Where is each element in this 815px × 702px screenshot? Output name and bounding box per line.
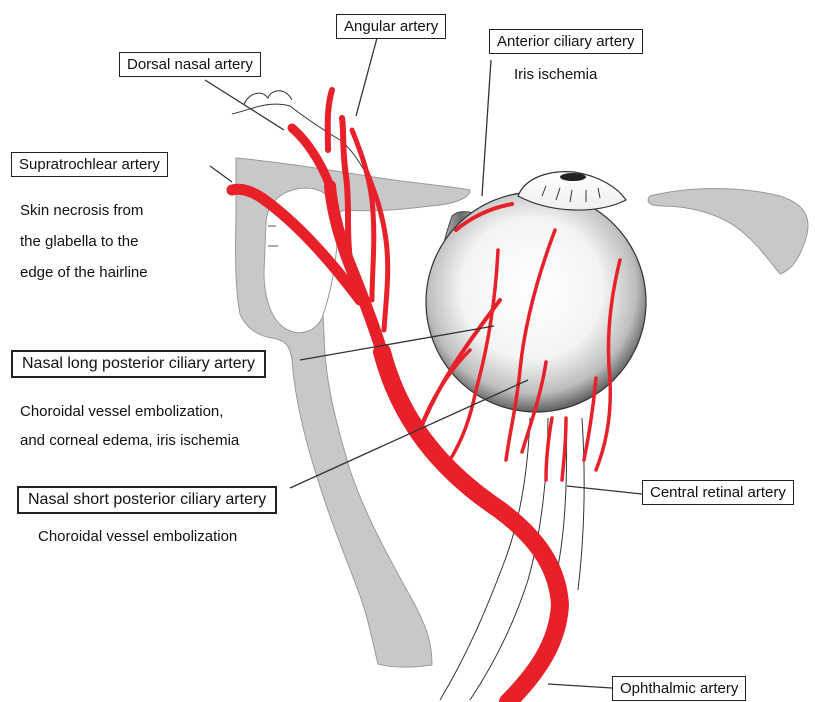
angular-artery-label: Angular artery [336, 14, 446, 39]
skin-necrosis-note-line-1: Skin necrosis from [20, 195, 143, 226]
lower-vessel-d [578, 418, 584, 590]
leader-supra [210, 166, 232, 182]
dorsal-nasal-artery-label: Dorsal nasal artery [119, 52, 261, 77]
leader-anterior [482, 60, 491, 196]
supratrochlear-artery-label: Supratrochlear artery [11, 152, 168, 177]
pupil [560, 173, 586, 181]
choroidal-short-note: Choroidal vessel embolization [38, 521, 237, 552]
choroidal-note-line-2: and corneal edema, iris ischemia [20, 425, 239, 456]
ciliary-7 [546, 418, 552, 480]
nasal-long-posterior-ciliary-artery-label: Nasal long posterior ciliary artery [11, 350, 266, 378]
anterior-ciliary-artery-label: Anterior ciliary artery [489, 29, 643, 54]
nasal-short-posterior-ciliary-artery-label: Nasal short posterior ciliary artery [17, 486, 277, 514]
leader-central [567, 486, 642, 494]
ophthalmic-artery-label: Ophthalmic artery [612, 676, 746, 701]
branch-angular [328, 90, 332, 150]
leader-angular [356, 38, 377, 116]
choroidal-note-line-1: Choroidal vessel embolization, [20, 396, 223, 427]
central-retinal-artery-label: Central retinal artery [642, 480, 794, 505]
lateral-bone-shape [648, 189, 808, 275]
vessel-outline-1 [232, 104, 290, 114]
eyebrow-curl [244, 91, 292, 104]
ciliary-8 [562, 418, 566, 480]
iris-ischemia-note: Iris ischemia [514, 59, 597, 90]
leader-dorsal [205, 80, 284, 130]
lower-vessel-a [440, 418, 530, 700]
skin-necrosis-note-line-3: edge of the hairline [20, 257, 148, 288]
leader-ophthalmic [548, 684, 612, 688]
skin-necrosis-note-line-2: the glabella to the [20, 226, 138, 257]
